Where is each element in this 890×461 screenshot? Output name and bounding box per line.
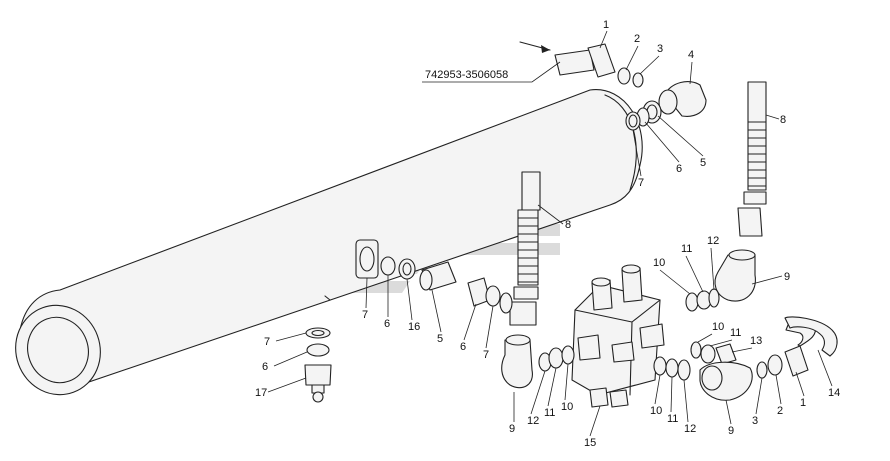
washer-7-mid [355,239,379,279]
washer-7c-mid [499,292,513,314]
callout-6-mid-b: 6 [460,341,466,353]
part-number-label: 742953-3506058 [425,69,508,81]
pipe-14 [784,316,838,377]
callout-6-drain: 6 [262,361,268,373]
callout-6-mid: 6 [384,318,390,330]
washer-7-top [625,111,641,131]
callout-15: 15 [584,437,596,449]
callout-13: 13 [750,335,762,347]
callout-8-right: 8 [780,114,786,126]
inlet-pipe [519,41,616,78]
fittings-10-11-12-right [685,288,720,312]
ring-6-mid [380,256,396,276]
callout-1-top: 1 [603,19,609,31]
drain-washer-7 [305,327,331,339]
distributor-block-15 [571,264,665,408]
callout-3-top: 3 [657,43,663,55]
adapter-16 [419,261,457,291]
callout-9-right: 9 [784,271,790,283]
fittings-3-2-bottom-right [756,354,783,379]
callout-10-bottom-left: 10 [561,401,573,413]
callout-3-bottom-right: 3 [752,415,758,427]
hose-8-right [737,81,767,237]
callout-17: 17 [255,387,267,399]
callout-8-center: 8 [565,219,571,231]
washer-7b-mid [398,258,416,280]
elbow-9-right [714,249,756,302]
callout-9-bottom-right: 9 [728,425,734,437]
callout-11-lower-right: 11 [730,327,741,339]
callout-12-bottom: 12 [684,423,696,435]
hose-8-center [509,171,541,326]
callout-9-bottom-left: 9 [509,423,515,435]
drain-ring-6 [306,343,330,357]
callout-11-bottom-left: 11 [544,407,555,419]
callout-7-drain: 7 [264,336,270,348]
callout-11-bottom: 11 [667,413,678,425]
callout-10-lower-right: 10 [712,321,724,333]
callout-14: 14 [828,387,840,399]
ring-6b-mid [485,285,501,307]
callout-16: 16 [408,321,420,333]
callout-2-top: 2 [634,33,640,45]
elbow-9-bottom-right [699,361,753,401]
callout-12-bottom-left: 12 [527,415,539,427]
callout-11-right: 11 [681,243,692,255]
fittings-10-11-13 [690,341,737,365]
drain-valve-17 [304,364,332,403]
fitting-2 [617,67,631,85]
elbow-4 [658,81,707,117]
callout-7-mid: 7 [362,309,368,321]
callout-2-bottom-right: 2 [777,405,783,417]
leader-lines [267,30,833,437]
callout-7-top: 7 [638,177,644,189]
callout-7-mid-b: 7 [483,349,489,361]
washer-3 [632,72,644,88]
callout-5-top: 5 [700,157,706,169]
elbow-9-bottom-left [501,334,533,389]
callout-12-right: 12 [707,235,719,247]
callout-10-bottom: 10 [650,405,662,417]
air-receiver-cylinder [15,89,643,396]
callout-labels: 1 2 3 4 5 6 7 8 9 10 11 12 8 7 6 16 5 6 … [255,19,840,449]
fittings-12-11-10-bottom-left [538,345,575,372]
callout-4: 4 [688,49,694,61]
callout-6-top: 6 [676,163,682,175]
callout-5-mid: 5 [437,333,443,345]
callout-1-bottom-right: 1 [800,397,806,409]
callout-10-right: 10 [653,257,665,269]
